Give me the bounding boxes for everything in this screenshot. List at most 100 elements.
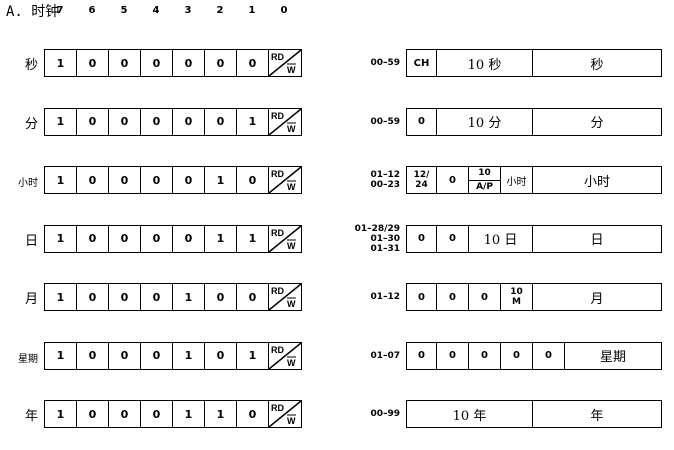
- command-bit: 1: [45, 167, 77, 193]
- register-field: 10 秒: [437, 50, 533, 76]
- command-bit: 1: [45, 284, 77, 310]
- command-bit: 0: [173, 225, 205, 252]
- command-bit: 0: [205, 50, 237, 76]
- row-label: 秒: [24, 58, 38, 73]
- command-bit: 1: [45, 108, 77, 135]
- register-field: 0: [501, 342, 533, 369]
- register-field: 0: [437, 225, 469, 252]
- command-bit: 1: [173, 401, 205, 427]
- rd-text: RD: [271, 52, 284, 62]
- command-bit: 1: [173, 284, 205, 310]
- value-range: 00–59: [370, 58, 400, 68]
- row-label: 年: [24, 409, 38, 424]
- command-bit: 0: [109, 108, 141, 135]
- command-bit: 1: [237, 108, 269, 135]
- bit-number: 0: [280, 5, 288, 16]
- command-bit: 1: [45, 50, 77, 76]
- command-bit: 1: [45, 401, 77, 427]
- register-field: 0: [533, 342, 565, 369]
- rd-text: RD: [271, 228, 284, 238]
- command-bit: 0: [109, 284, 141, 310]
- register-field: 秒: [590, 57, 604, 73]
- rd-text: RD: [271, 111, 284, 121]
- command-bit: 0: [109, 342, 141, 369]
- rd-text: RD: [271, 403, 284, 413]
- w-text: W: [287, 124, 296, 134]
- command-bit: 0: [141, 342, 173, 369]
- rd-text: RD: [271, 286, 284, 296]
- bit-number: 3: [184, 5, 192, 16]
- bit-number: 2: [216, 5, 224, 16]
- value-range: 00–59: [370, 116, 400, 127]
- command-bit: 1: [205, 225, 237, 252]
- command-bit: 0: [77, 108, 109, 135]
- command-bit: 0: [77, 167, 109, 193]
- register-field: 0: [437, 284, 469, 310]
- command-bit: 0: [141, 167, 173, 193]
- register-box: 10 年年: [406, 400, 662, 428]
- row-label: 日: [24, 233, 38, 249]
- command-bit: 0: [77, 342, 109, 369]
- command-bit: 0: [205, 108, 237, 135]
- bit-number: 6: [88, 5, 96, 16]
- command-bit: 0: [237, 401, 269, 427]
- register-field: 星期: [599, 350, 626, 365]
- register-field: 10 分: [437, 108, 533, 135]
- row-label: 分: [24, 116, 38, 132]
- command-bit: 1: [205, 401, 237, 427]
- register-field: 日: [590, 233, 604, 248]
- command-bit: 1: [237, 225, 269, 252]
- rd-text: RD: [271, 169, 284, 179]
- command-bit: 1: [205, 167, 237, 193]
- command-bit: 0: [237, 284, 269, 310]
- command-bit: 0: [141, 108, 173, 135]
- command-bit: 0: [141, 225, 173, 252]
- command-bit: 0: [141, 284, 173, 310]
- register-field: 月: [590, 291, 604, 307]
- row-label: 小时: [18, 178, 38, 189]
- w-text: W: [287, 299, 296, 309]
- command-bit: 0: [109, 167, 141, 193]
- w-text: W: [287, 416, 296, 426]
- value-range: 01–07: [370, 350, 400, 361]
- register-field: 0: [407, 342, 437, 369]
- command-bit: 0: [205, 342, 237, 369]
- command-bit: 0: [237, 50, 269, 76]
- register-field: 0: [437, 167, 469, 193]
- register-field: 10 日: [469, 225, 533, 252]
- command-bit: 0: [205, 284, 237, 310]
- register-field: 0: [407, 108, 437, 135]
- bit-number: 5: [120, 5, 128, 16]
- command-bit: 1: [237, 342, 269, 369]
- register-field: CH: [407, 50, 437, 76]
- bit-number: 4: [152, 5, 160, 16]
- command-bit: 0: [173, 167, 205, 193]
- value-range: 01–12: [370, 292, 400, 302]
- command-bit: 0: [77, 50, 109, 76]
- command-bit: 0: [109, 225, 141, 252]
- bit-number: 1: [248, 5, 256, 16]
- register-field: 小时: [583, 174, 610, 190]
- register-field: 年: [590, 408, 604, 424]
- register-field: 12/24: [407, 167, 437, 193]
- register-field: 0: [437, 342, 469, 369]
- w-text: W: [287, 65, 296, 75]
